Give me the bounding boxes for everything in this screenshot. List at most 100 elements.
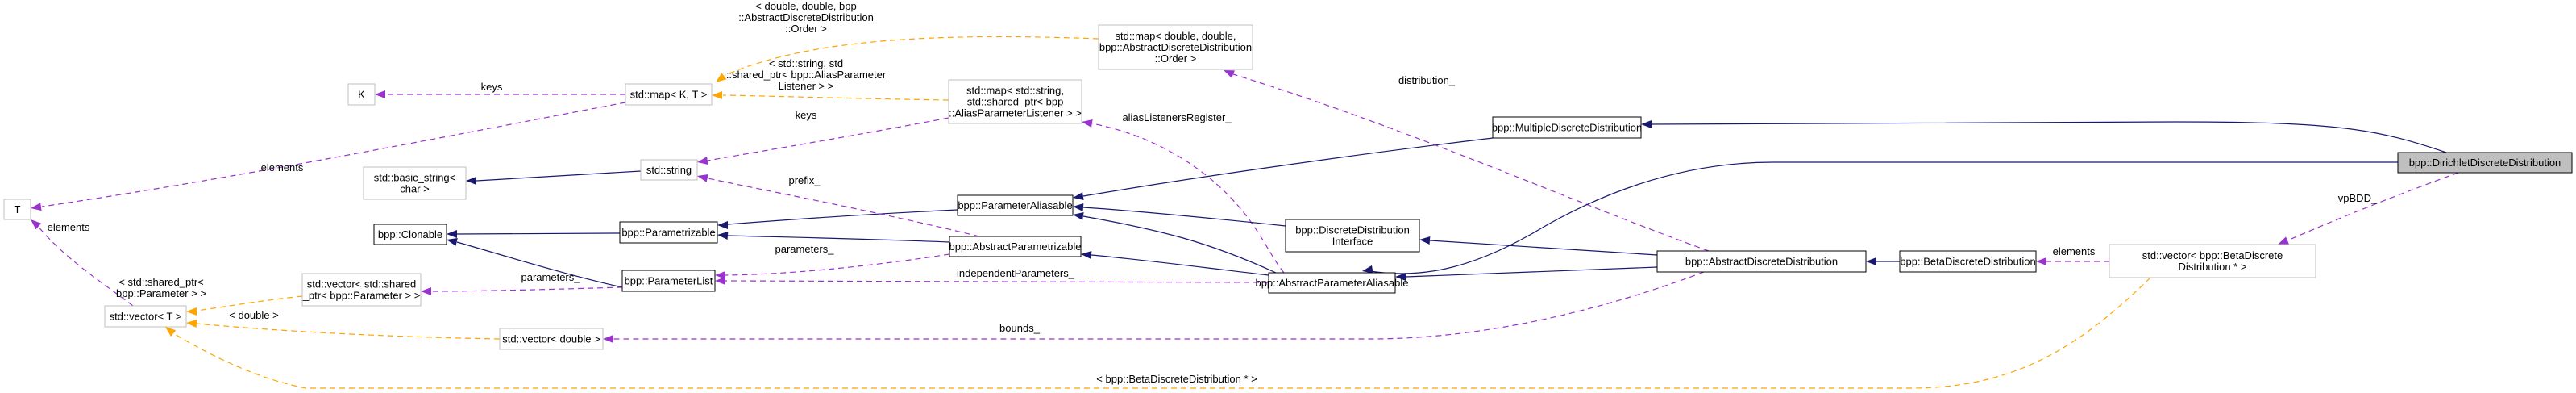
node-box [1098, 24, 1253, 70]
node-label: std::map< double, double,bpp::AbstractDi… [1099, 30, 1252, 65]
node-vector-sp-param: std::vector< std::shared_ptr< bpp::Param… [301, 273, 422, 307]
edge-label: vpBDD_ [2338, 192, 2378, 204]
node-label: bpp::Clonable [378, 228, 442, 240]
edge-betadiscrete-to-abstractdiscrete [1866, 257, 1900, 265]
edge-parameteraliasable-to-parametrizable [717, 209, 958, 229]
node-label: std::vector< std::shared_ptr< bpp::Param… [302, 278, 421, 302]
node-parameteraliasable[interactable]: bpp::ParameterAliasable [957, 194, 1074, 216]
inheritance-line [1082, 215, 1277, 274]
edge-vector_sp_param-to-vector_T: < std::shared_ptr<bpp::Parameter > > [116, 276, 303, 316]
node-box [373, 224, 447, 245]
edge-map_KT-to-K: keys [375, 81, 625, 98]
node-box [499, 328, 604, 350]
node-K: K [347, 83, 376, 106]
inheritance-line [727, 209, 958, 225]
usage-line [430, 286, 623, 292]
inheritance-line [1091, 254, 1269, 276]
edge-label: elements [261, 161, 304, 174]
usage-line [41, 102, 626, 207]
usage-line [1232, 73, 1710, 252]
edge-abstractparameteraliasable-to-abstractparametrizable [1081, 251, 1269, 276]
arrowhead-icon [1224, 70, 1235, 78]
node-box [1899, 250, 2037, 273]
template-instance-line [172, 277, 2151, 389]
edge-label: < std::string, std::shared_ptr< bpp::Ali… [726, 57, 887, 92]
arrowhead-icon [2278, 236, 2289, 245]
node-betadiscrete[interactable]: bpp::BetaDiscreteDistribution [1899, 250, 2037, 273]
node-box [301, 273, 422, 307]
edge-label: bounds_ [999, 322, 1041, 334]
node-box [621, 270, 716, 292]
arrowhead-icon [715, 277, 725, 285]
arrowhead-icon [31, 219, 42, 230]
arrowhead-icon [421, 287, 431, 295]
node-label: std::map< K, T > [630, 89, 708, 101]
arrowhead-icon [1081, 251, 1092, 259]
node-label: bpp::AbstractParametrizable [949, 240, 1081, 253]
arrowhead-icon [1073, 212, 1084, 220]
edge-map_order-to-map_KT: < double, double, bpp::AbstractDiscreteD… [716, 0, 1099, 82]
edge-map_listener-to-map_KT: < std::string, std::shared_ptr< bpp::Ali… [712, 57, 949, 101]
usage-line [707, 117, 949, 161]
edge-multiplediscrete-to-parameteraliasable [1073, 137, 1494, 200]
edge-vector_double-to-vector_T: < double > [186, 309, 501, 340]
arrowhead-icon [1641, 120, 1652, 128]
node-parameterlist[interactable]: bpp::ParameterList [621, 270, 716, 292]
arrowhead-icon [1073, 203, 1084, 211]
node-multiplediscrete[interactable]: bpp::MultipleDiscreteDistribution [1492, 116, 1642, 139]
node-clonable[interactable]: bpp::Clonable [373, 224, 447, 245]
node-map-KT: std::map< K, T > [625, 83, 713, 106]
edge-label: keys [481, 81, 503, 93]
usage-line [1091, 123, 1285, 274]
arrowhead-icon [1082, 119, 1093, 128]
edge-dirichlet-to-abstractparameteraliasable [1362, 161, 2398, 274]
arrowhead-icon [715, 271, 725, 279]
node-dirichlet[interactable]: bpp::DirichletDiscreteDistribution [2397, 152, 2573, 174]
node-label: T [15, 203, 21, 215]
edge-dirichlet-to-vector_bdd: vpBDD_ [2278, 172, 2459, 245]
node-map-listener: std::map< std::string,std::shared_ptr< b… [948, 79, 1082, 124]
edge-label: elements [2053, 245, 2096, 257]
arrowhead-icon [1395, 273, 1406, 281]
node-parametrizable[interactable]: bpp::Parametrizable [619, 221, 718, 244]
template-instance-line [722, 94, 949, 101]
node-vector-double: std::vector< double > [499, 328, 604, 350]
edge-abstractparameteraliasable-to-parameterlist: independentParameters_ [715, 267, 1269, 285]
usage-line [36, 224, 134, 307]
arrowhead-icon [697, 174, 708, 182]
node-abstractparameteraliasable[interactable]: bpp::AbstractParameterAliasable [1255, 272, 1409, 294]
arrowhead-icon [186, 320, 197, 328]
edge-map_listener-to-string: keys [697, 109, 949, 165]
node-box [2397, 152, 2573, 174]
edge-abstractparameteraliasable-to-parameteraliasable [1073, 212, 1277, 274]
inheritance-line [727, 235, 950, 243]
node-string: std::string [640, 159, 698, 181]
node-label: bpp::ParameterAliasable [958, 199, 1072, 211]
arrowhead-icon [1866, 257, 1876, 265]
node-box [3, 199, 31, 220]
node-vector-T: std::vector< T > [104, 305, 187, 328]
edge-abstractparametrizable-to-string: prefix_ [697, 174, 980, 237]
arrowhead-icon [697, 157, 708, 165]
node-box [949, 236, 1082, 257]
node-abstractparametrizable[interactable]: bpp::AbstractParametrizable [949, 236, 1082, 257]
node-box [347, 83, 376, 106]
edge-abstractparametrizable-to-parametrizable [717, 232, 950, 243]
edge-vector_bdd-to-betadiscrete: elements [2036, 245, 2109, 265]
edge-abstractdiscrete-to-vector_double: bounds_ [603, 271, 1705, 343]
node-abstractdiscrete[interactable]: bpp::AbstractDiscreteDistribution [1656, 250, 1867, 273]
node-label: bpp::AbstractDiscreteDistribution [1685, 256, 1838, 268]
usage-line [613, 271, 1705, 340]
node-label: bpp::DirichletDiscreteDistribution [2409, 157, 2561, 169]
edges-layer: keys elements elements < double, double, bp… [31, 0, 2459, 389]
template-instance-line [196, 295, 303, 311]
edge-label: independentParameters_ [957, 267, 1075, 279]
arrowhead-icon [1419, 236, 1431, 245]
edge-label: < bpp::BetaDiscreteDistribution * > [1096, 373, 1257, 385]
template-instance-line [196, 323, 501, 340]
edge-parameterlist-to-clonable [447, 238, 623, 288]
arrowhead-icon [717, 221, 728, 229]
